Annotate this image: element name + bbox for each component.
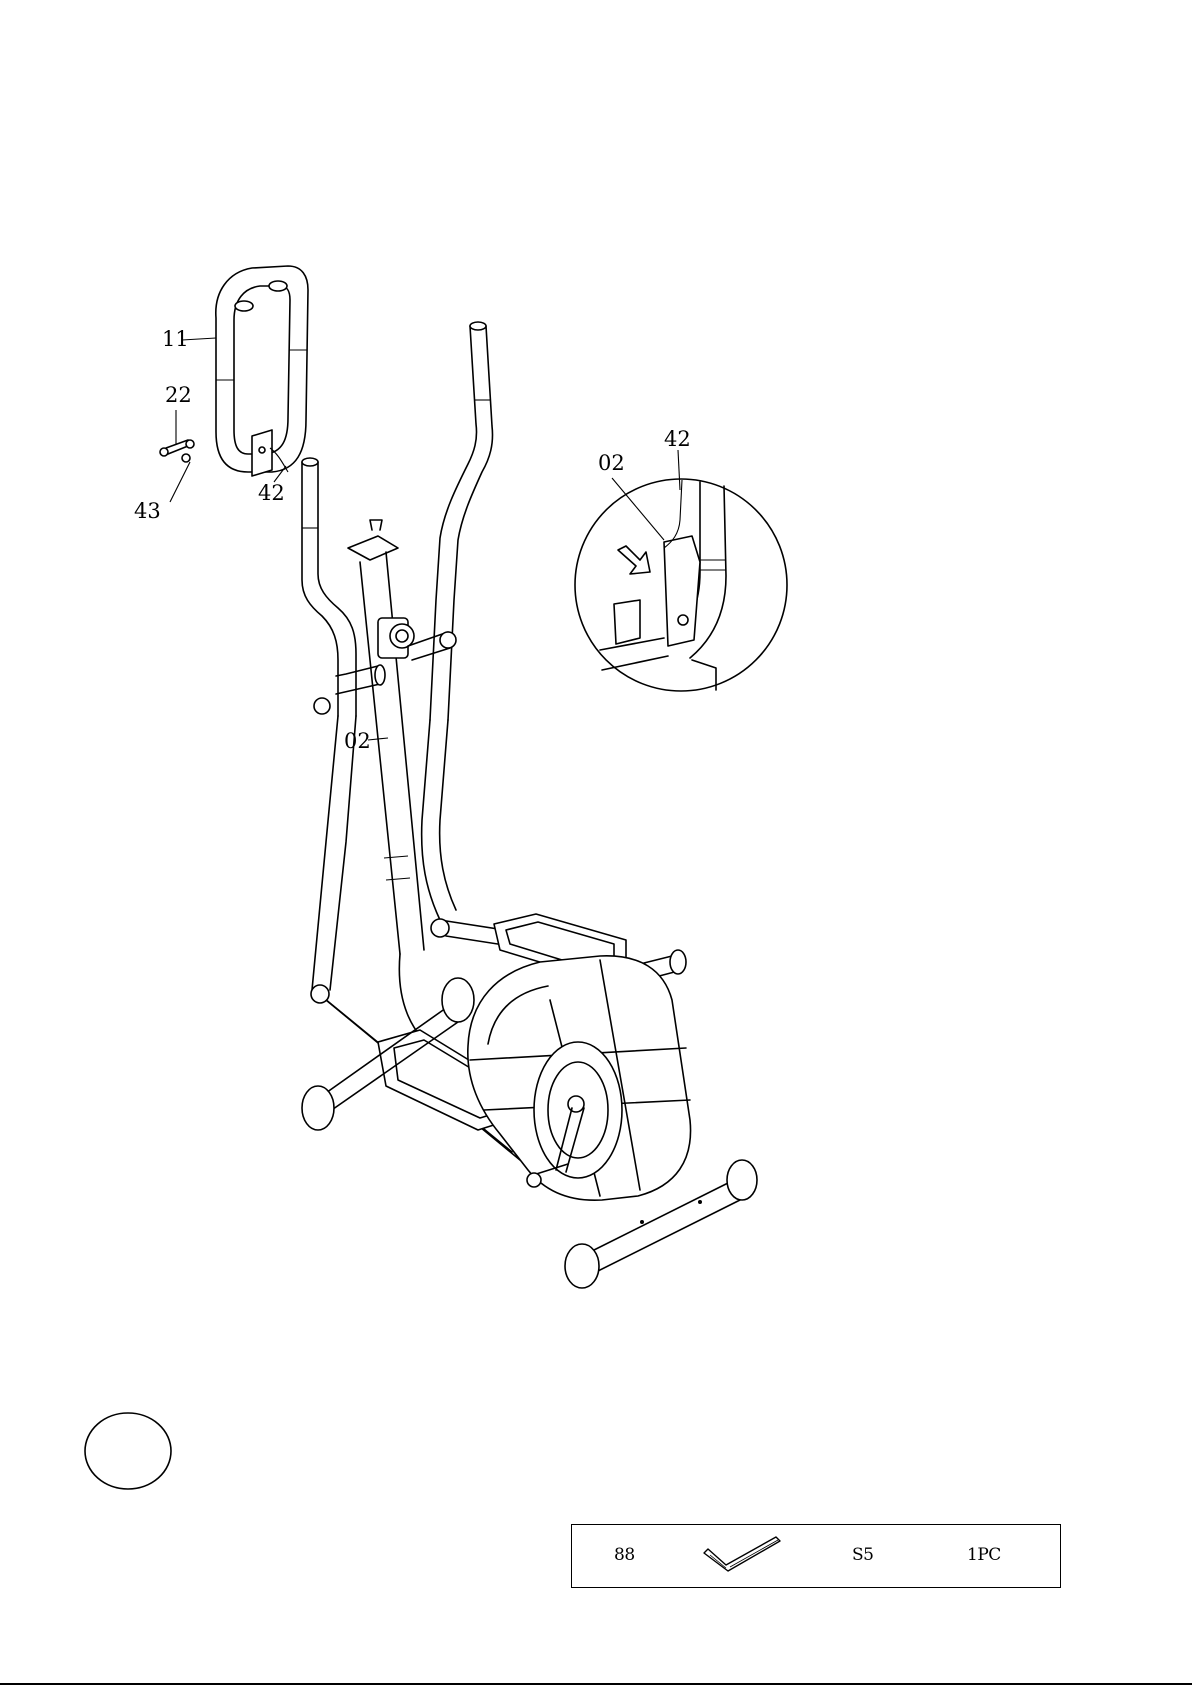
- nut-part-43: [182, 440, 194, 462]
- flywheel-housing: [468, 956, 702, 1224]
- left-handle-arm: [302, 458, 356, 990]
- detail-inset: [575, 479, 787, 691]
- callout-42-main: 42: [258, 481, 285, 505]
- callout-22: 22: [165, 383, 192, 407]
- handlebar-part-11: [216, 266, 308, 476]
- bolt-part-22: [160, 440, 188, 456]
- tool-part-number: 88: [614, 1545, 635, 1565]
- step-marker-circle: [85, 1413, 171, 1489]
- tool-table: 88 S5 1PC: [571, 1524, 1061, 1588]
- main-column-part-02: [314, 520, 456, 1054]
- callout-11: 11: [162, 327, 189, 351]
- leader-lines: [170, 338, 680, 740]
- callout-43: 43: [134, 499, 161, 523]
- right-handle-arm: [422, 322, 493, 920]
- callout-02-main: 02: [344, 729, 371, 753]
- allen-key-icon: [700, 1533, 784, 1577]
- tool-quantity: 1PC: [967, 1545, 1001, 1565]
- callout-42-detail: 42: [664, 427, 691, 451]
- callout-02-detail: 02: [598, 451, 625, 475]
- tool-size: S5: [852, 1545, 873, 1565]
